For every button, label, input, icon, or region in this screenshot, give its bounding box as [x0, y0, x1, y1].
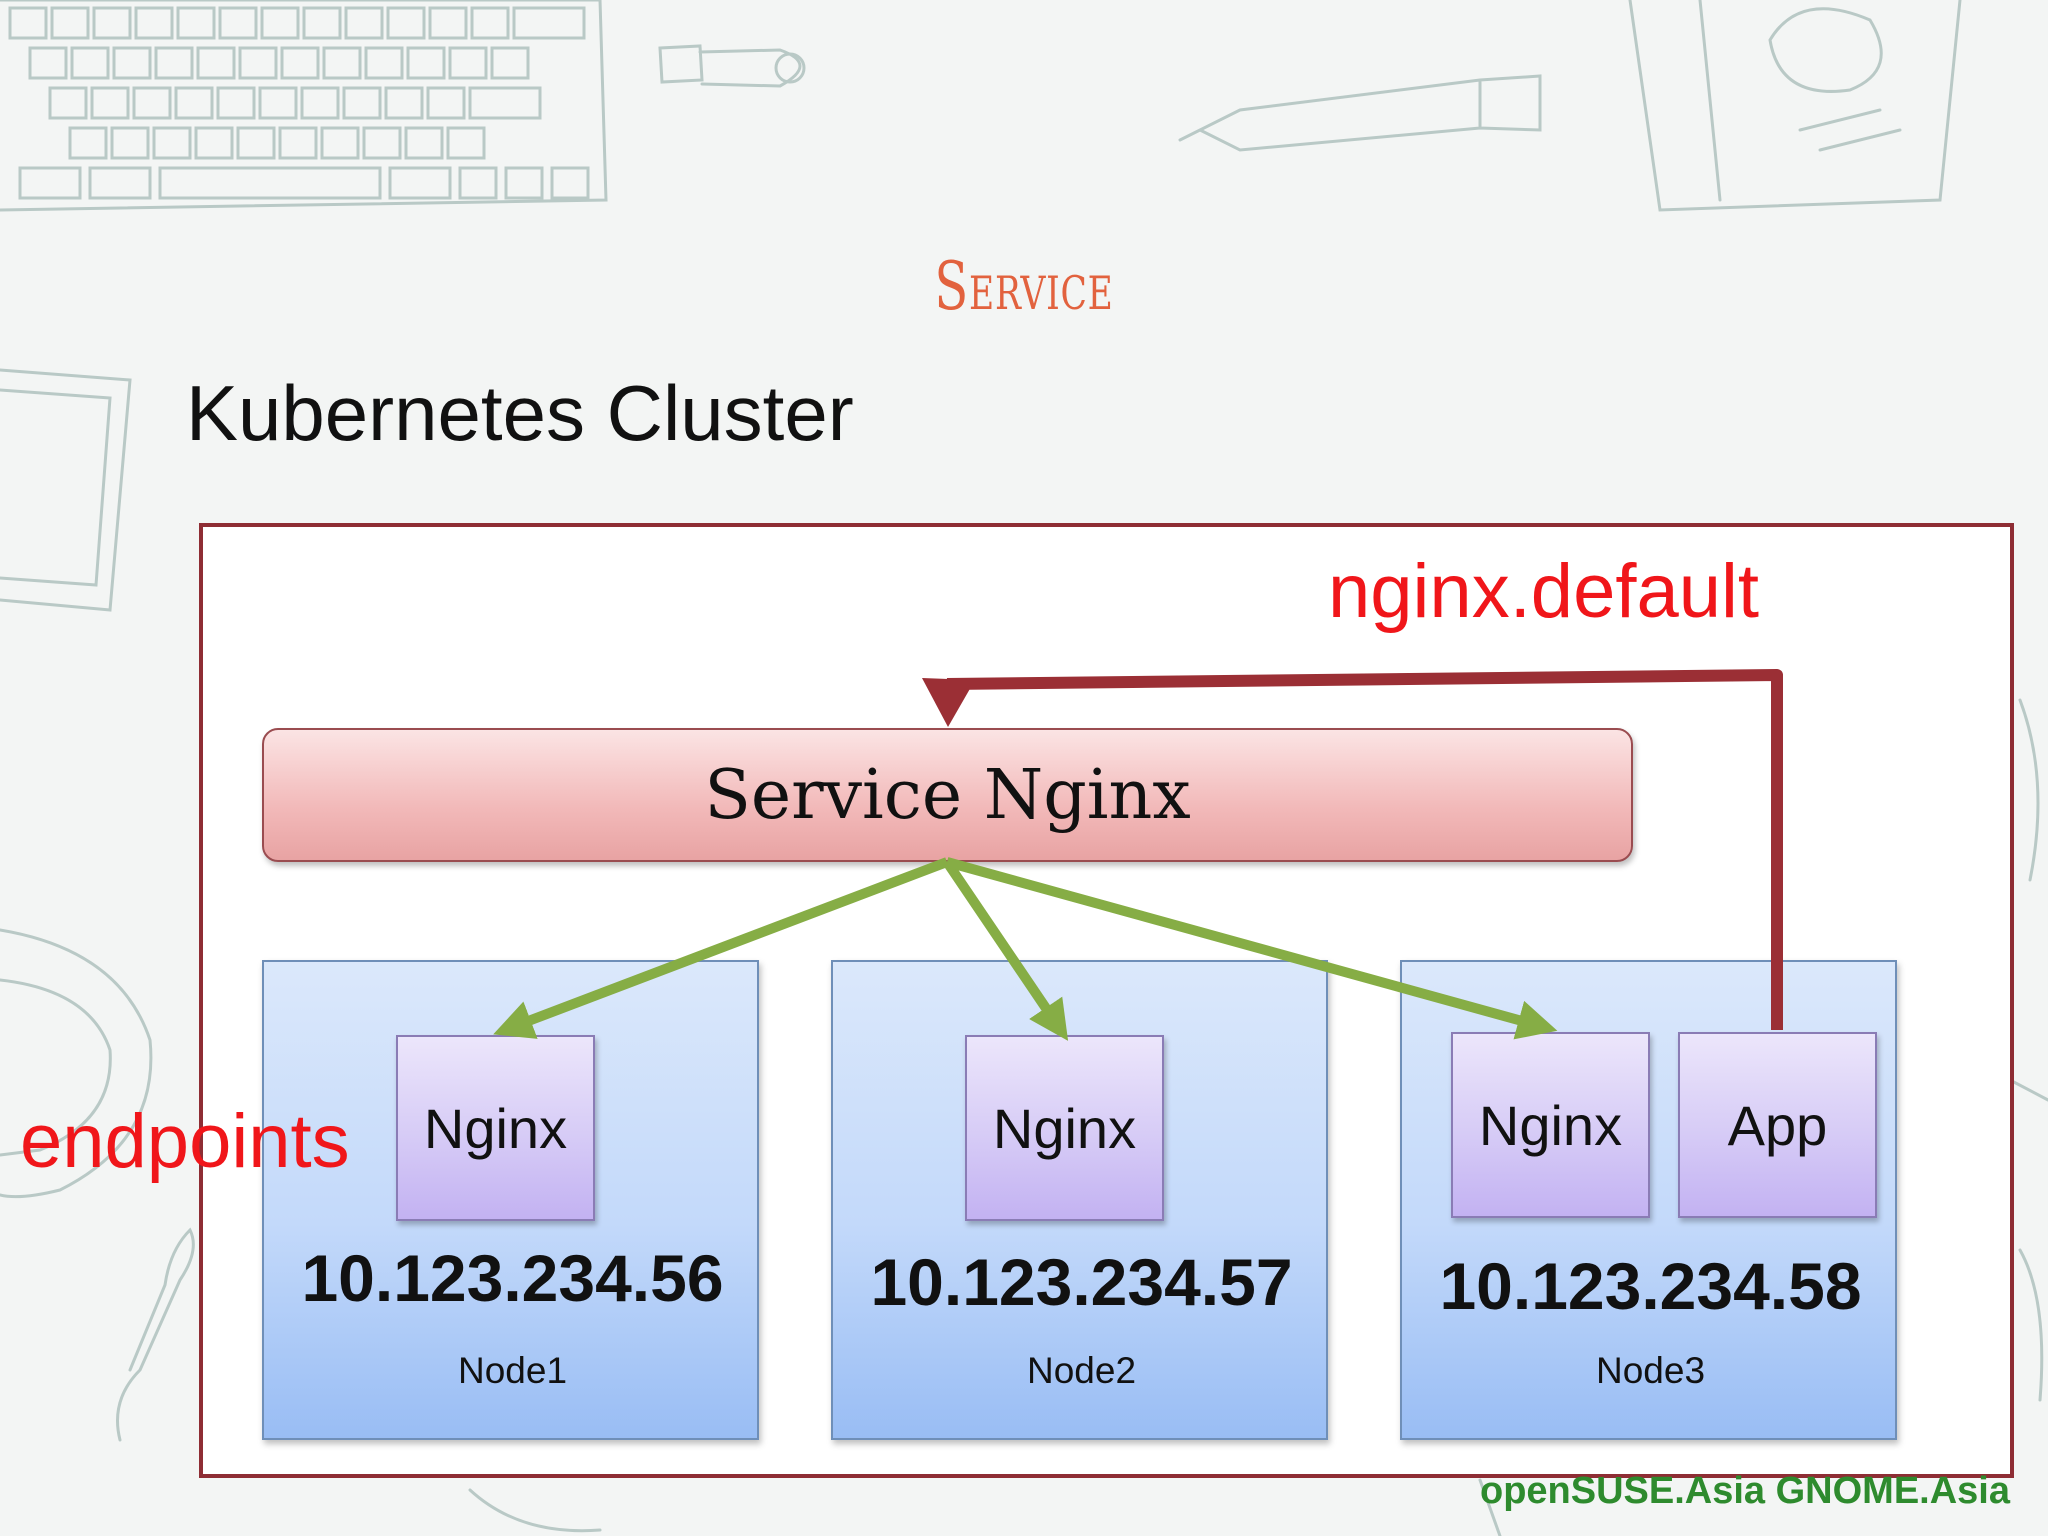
notebook-sketch [1628, 0, 1962, 212]
node-box-1: Nginx 10.123.234.56 Node1 [262, 960, 759, 1440]
node-label: Node2 [1026, 1350, 1137, 1391]
usb-stick-sketch [658, 44, 802, 88]
service-label: Service Nginx [704, 755, 1191, 835]
spoon-sketch [116, 1227, 195, 1442]
pod-nginx: Nginx [1451, 1032, 1650, 1218]
keyboard-sketch [0, 0, 608, 212]
keyboard-keys-sketch [8, 6, 590, 200]
bottom-sketch [468, 1478, 1502, 1536]
node-box-2: Nginx 10.123.234.57 Node2 [831, 960, 1328, 1440]
right-edge-sketch [2008, 698, 2048, 1402]
page-heading: Kubernetes Cluster [186, 369, 854, 457]
tablet-sketch [0, 368, 132, 612]
service-box: Service Nginx [262, 728, 1633, 862]
pen-sketch [1178, 74, 1542, 152]
dns-name-label: nginx.default [1328, 549, 1759, 634]
pod-nginx: Nginx [965, 1035, 1164, 1221]
endpoints-label: endpoints [20, 1099, 350, 1184]
pod-app: App [1678, 1032, 1877, 1218]
node-label: Node1 [457, 1350, 568, 1391]
node-ip: 10.123.234.58 [1439, 1249, 1862, 1323]
node-ip: 10.123.234.57 [870, 1245, 1293, 1319]
slide-title: Service [934, 248, 1114, 325]
pod-nginx: Nginx [396, 1035, 595, 1221]
node-label: Node3 [1595, 1350, 1706, 1391]
node-box-3: Nginx App 10.123.234.58 Node3 [1400, 960, 1897, 1440]
footer-text: openSUSE.Asia GNOME.Asia [1479, 1470, 2010, 1512]
node-ip: 10.123.234.56 [301, 1241, 724, 1315]
coffee-cup-sketch [0, 928, 153, 1199]
